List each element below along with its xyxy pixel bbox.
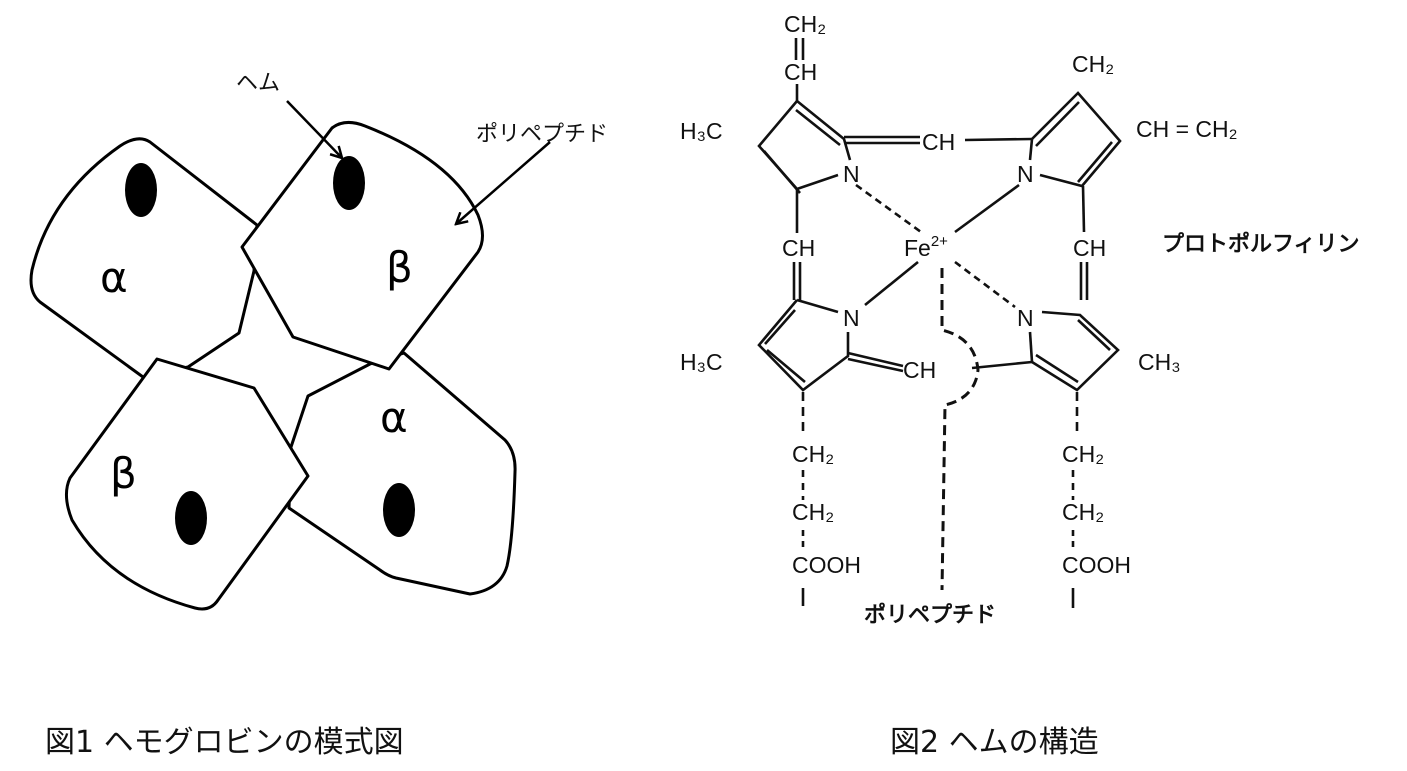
nitrogen-label: N — [1017, 305, 1034, 331]
heme-atom-labels: CH₂ CH H₃C CH CH₂ CH = CH₂ N N CH CH Fe2… — [680, 11, 1238, 578]
group-label: H₃C — [680, 118, 723, 144]
heme-dot — [383, 483, 415, 537]
hemoglobin-schematic — [29, 121, 517, 611]
group-label: CH — [782, 235, 815, 261]
heme-dot — [333, 156, 365, 210]
group-label: CH₂ — [1062, 499, 1104, 525]
subunit-label: β — [386, 243, 413, 292]
polypeptide-label: ポリペプチド — [476, 122, 608, 147]
subunit-label: β — [110, 449, 137, 498]
subunit-beta-2 — [65, 357, 310, 611]
group-label: CH₂ — [792, 441, 834, 467]
group-label: CH₂ — [1072, 51, 1114, 77]
nitrogen-label: N — [843, 305, 860, 331]
subunit-label: α — [380, 393, 408, 442]
group-label: CH₂ — [792, 499, 834, 525]
group-label: H₃C — [680, 349, 723, 375]
group-label: CH₂ — [1062, 441, 1104, 467]
nitrogen-label: N — [1017, 161, 1034, 187]
polypeptide-label-fig2: ポリペプチド — [864, 602, 996, 628]
group-label: COOH — [1062, 552, 1131, 578]
heme-arrow — [286, 100, 342, 158]
figure2-caption: 図2 ヘムの構造 — [890, 725, 1099, 760]
subunit-alpha-1 — [29, 137, 259, 379]
heme-dots — [125, 156, 415, 545]
subunit-alpha-2 — [287, 351, 517, 596]
subunit-beta-1 — [240, 121, 484, 371]
polypeptide-arrow — [456, 141, 551, 224]
protoporphyrin-label: プロトポルフィリン — [1162, 231, 1360, 257]
heme-dot — [175, 491, 207, 545]
group-label: COOH — [792, 552, 861, 578]
group-label: CH — [903, 357, 936, 383]
group-label: CH₃ — [1138, 349, 1181, 375]
group-label: CH — [922, 129, 955, 155]
subunit-label: α — [100, 253, 128, 302]
figure1-caption: 図1 ヘモグロビンの模式図 — [45, 725, 404, 760]
group-label: CH = CH₂ — [1136, 116, 1238, 142]
group-label: CH₂ — [784, 11, 826, 37]
heme-structure — [757, 38, 1122, 608]
iron-label: Fe2+ — [904, 233, 948, 261]
nitrogen-label: N — [843, 161, 860, 187]
heme-label: ヘム — [236, 71, 280, 96]
heme-dot — [125, 163, 157, 217]
group-label: CH — [1073, 235, 1106, 261]
group-label: CH — [784, 59, 817, 85]
